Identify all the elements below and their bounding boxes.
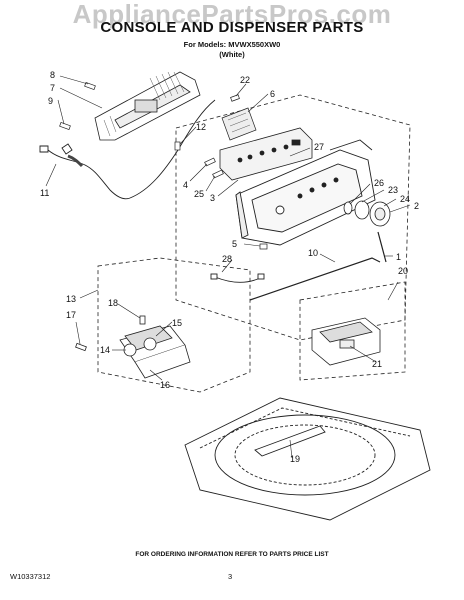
callout-22: 22 [240, 75, 250, 85]
ordering-note: FOR ORDERING INFORMATION REFER TO PARTS … [135, 551, 329, 558]
model-label: For Models: MVWX550XW0 [183, 40, 281, 49]
callout-15: 15 [172, 318, 182, 328]
dispenser-group-outline [299, 281, 406, 381]
callout-25: 25 [194, 189, 204, 199]
callout-11: 11 [40, 188, 49, 198]
callout-23: 23 [388, 185, 398, 195]
callout-7: 7 [50, 83, 55, 93]
callout-3: 3 [210, 193, 215, 203]
callout-14: 14 [100, 345, 110, 355]
callout-6: 6 [270, 89, 275, 99]
callout-13: 13 [66, 294, 76, 304]
callout-17: 17 [66, 310, 76, 320]
document-number: W10337312 [10, 572, 51, 581]
callout-12: 12 [196, 122, 206, 132]
console-body [235, 139, 376, 246]
callout-20: 20 [398, 266, 408, 276]
callout-8: 8 [50, 70, 55, 80]
callout-28: 28 [222, 254, 232, 264]
ui-board [219, 127, 313, 181]
callout-19: 19 [290, 454, 300, 464]
callout-18: 18 [108, 298, 118, 308]
watermark: AppliancePartsPros.com [72, 0, 392, 29]
console-rear-panel [94, 71, 201, 141]
callout-5: 5 [232, 239, 237, 249]
callout-2: 2 [414, 201, 419, 211]
callout-10: 10 [308, 248, 318, 258]
washer-top [184, 397, 431, 521]
callout-27: 27 [314, 142, 324, 152]
control-board [221, 107, 257, 141]
callout-21: 21 [372, 359, 382, 369]
callout-16: 16 [160, 380, 170, 390]
color-label: (White) [219, 50, 245, 59]
callout-26: 26 [374, 178, 384, 188]
dispenser [311, 317, 381, 366]
diagram-title: CONSOLE AND DISPENSER PARTS [100, 19, 364, 36]
callout-9: 9 [48, 96, 53, 106]
console-group-outline [175, 94, 411, 341]
page-number: 3 [228, 572, 233, 581]
callout-4: 4 [183, 180, 188, 190]
motor-group-outline [97, 257, 251, 393]
callout-1: 1 [396, 252, 401, 262]
callout-24: 24 [400, 194, 410, 204]
